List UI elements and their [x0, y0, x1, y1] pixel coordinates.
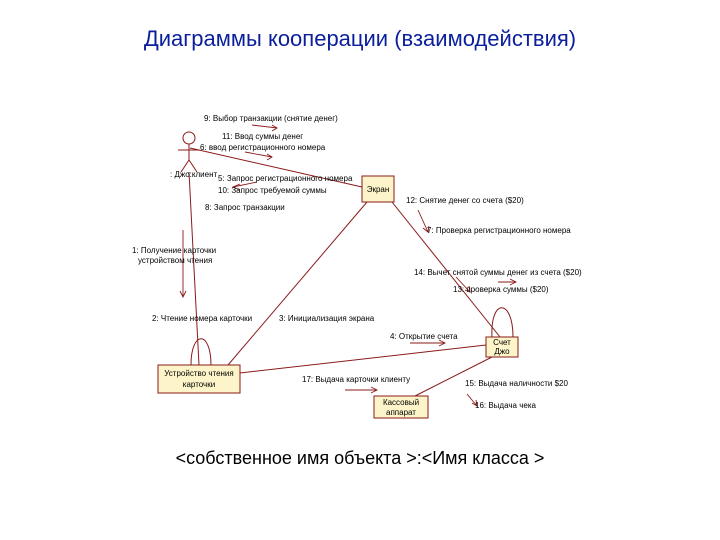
message-11: 11: Ввод суммы денег: [222, 132, 303, 141]
naming-convention-caption: <собственное имя объекта >:<Имя класса >: [175, 448, 545, 468]
message-4: 4: Открытие счета: [390, 332, 458, 341]
link-screen-account: [391, 201, 501, 338]
account-label-line2: Джо: [494, 347, 510, 356]
self-loop-account: [491, 307, 514, 338]
message-9: 9: Выбор транзакции (снятие денег): [204, 114, 338, 123]
account-label-line1: Счет: [493, 338, 511, 347]
message-10: 10: Запрос требуемой суммы: [218, 186, 327, 195]
slide-title: Диаграммы кооперации (взаимодействия): [143, 26, 577, 51]
card-reader-label-line1: Устройство чтения: [164, 369, 233, 378]
message-2: 2: Чтение номера карточки: [152, 314, 252, 323]
link-reader-account: [239, 344, 487, 374]
message-16: 16: Выдача чека: [475, 401, 537, 410]
link-screen-reader: [227, 201, 368, 366]
self-loop-reader: [190, 338, 212, 366]
message-13: 13: проверка суммы ($20): [453, 285, 549, 294]
message-3: 3: Инициализация экрана: [279, 314, 375, 323]
message-7: 7: Проверка регистрационного номера: [427, 226, 571, 235]
message-12: 12: Снятие денег со счета ($20): [406, 196, 524, 205]
account-object: Счет Джо: [485, 336, 519, 358]
message-1-line1: 1: Получение карточки: [132, 246, 216, 255]
cash-dispenser-label-line2: аппарат: [386, 408, 416, 417]
message-6: 6: ввод регистрационного номера: [200, 143, 326, 152]
actor-figure: [178, 131, 200, 173]
link-actor-screen: [189, 147, 363, 188]
actor-label: : Джо:клиент: [170, 170, 217, 179]
link-actor-reader: [188, 171, 200, 366]
message-8: 8: Запрос транзакции: [205, 203, 285, 212]
message-1-line2: устройством чтения: [138, 256, 212, 265]
message-15: 15: Выдача наличности $20: [465, 379, 569, 388]
screen-object: Экран: [361, 175, 395, 203]
link-account-cash: [414, 356, 493, 397]
message-17: 17: Выдача карточки клиенту: [302, 375, 410, 384]
message-14: 14: Вычет снятой суммы денег из счета ($…: [414, 268, 582, 277]
cash-dispenser-label-line1: Кассовый: [383, 398, 419, 407]
screen-label: Экран: [367, 185, 390, 194]
card-reader-object: Устройство чтения карточки: [157, 364, 241, 394]
cash-dispenser-object: Кассовый аппарат: [373, 395, 429, 419]
card-reader-label-line2: карточки: [183, 380, 215, 389]
message-arrows: [179, 124, 518, 407]
message-5: 5: Запрос регистрационного номера: [218, 174, 353, 183]
